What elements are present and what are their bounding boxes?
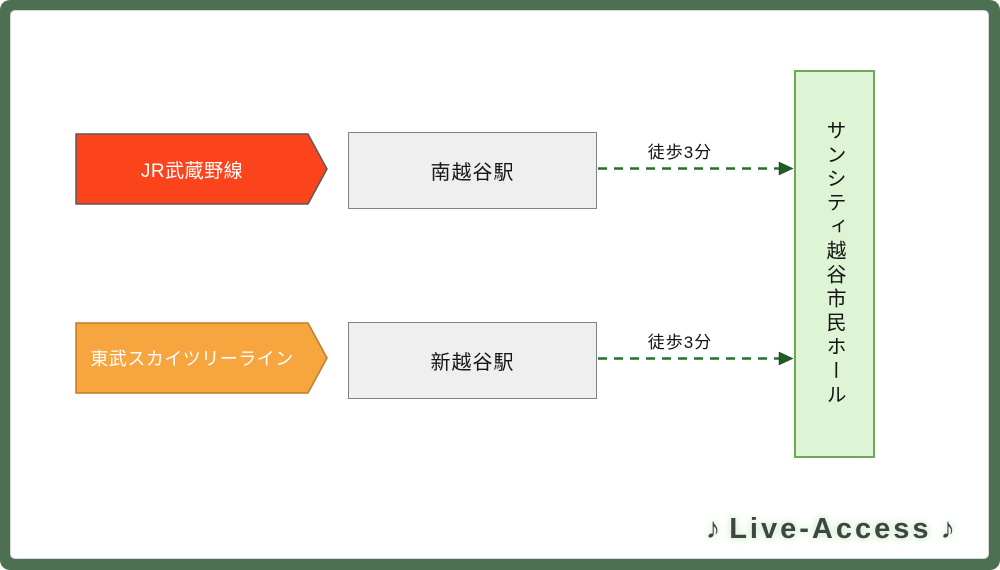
destination-label: サンシティ越谷市民ホール [823,120,845,408]
tobu-line-label: 東武スカイツリーライン [90,349,294,369]
logo-text: Live-Access [729,513,932,545]
station-label: 新越谷駅 [430,352,515,374]
station-label: 南越谷駅 [430,162,515,184]
live-access-logo: ♪ Live-Access ♪ [697,513,964,546]
music-note-icon: ♪ [940,513,956,545]
walk-time-label-1: 徒歩3分 [647,143,713,162]
station-box-minami-koshigaya: 南越谷駅 [348,132,597,209]
destination-box: サンシティ越谷市民ホール [794,70,875,458]
jr-line-label: JR武蔵野線 [140,160,244,182]
walk-time-label-2: 徒歩3分 [647,333,713,352]
music-note-icon: ♪ [705,513,721,545]
station-box-shin-koshigaya: 新越谷駅 [348,322,597,399]
